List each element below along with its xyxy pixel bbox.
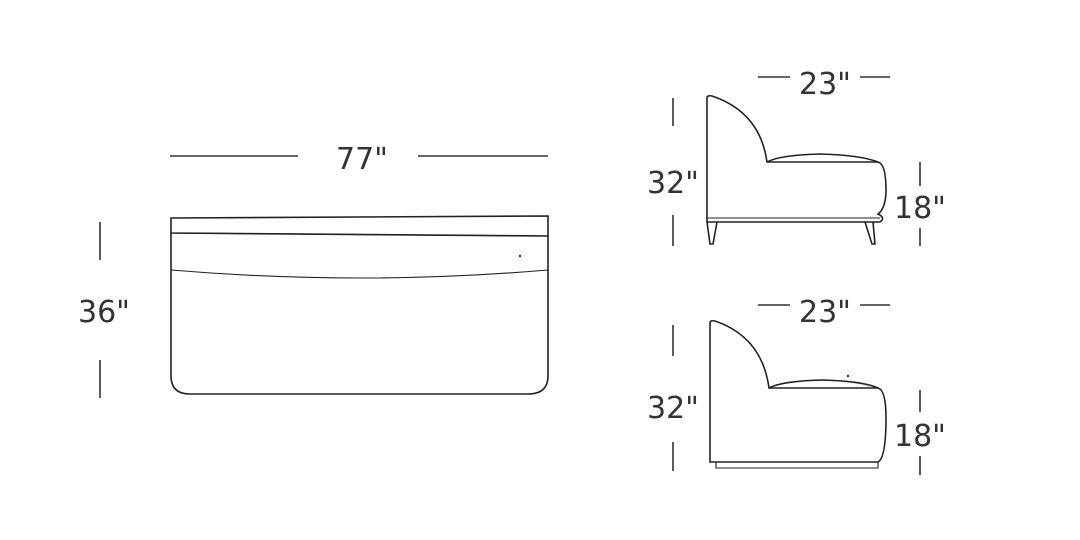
side1-sofa-profile (706, 94, 887, 223)
top-depth-label: 36" (78, 295, 130, 330)
side2-height-label: 32" (647, 391, 699, 426)
top-sofa-seat-outline (170, 233, 549, 395)
top-sofa-back-lower-edge (170, 232, 549, 237)
side1-seat-height-label: 18" (894, 191, 946, 226)
side1-front-leg (706, 221, 718, 245)
side1-depth-label: 23" (799, 67, 851, 102)
side2-seat-cushion-top (768, 379, 879, 389)
side2-sofa-profile (709, 319, 887, 463)
side-view-plinth: 23" 32" 18" (647, 295, 946, 475)
top-view: 77" 36" (78, 142, 549, 398)
side2-plinth (715, 462, 879, 469)
side1-seat-cushion-top (766, 153, 879, 163)
side2-depth-label: 23" (799, 295, 851, 330)
side2-mark (846, 374, 850, 378)
top-width-label: 77" (336, 142, 388, 177)
top-sofa-cushion-front-curve (170, 269, 549, 279)
top-sofa-mark (518, 254, 522, 258)
side-view-legs: 23" 32" 18" (647, 67, 946, 246)
side2-seat-height-label: 18" (894, 419, 946, 454)
side1-height-label: 32" (647, 166, 699, 201)
side1-back-leg (864, 221, 876, 245)
